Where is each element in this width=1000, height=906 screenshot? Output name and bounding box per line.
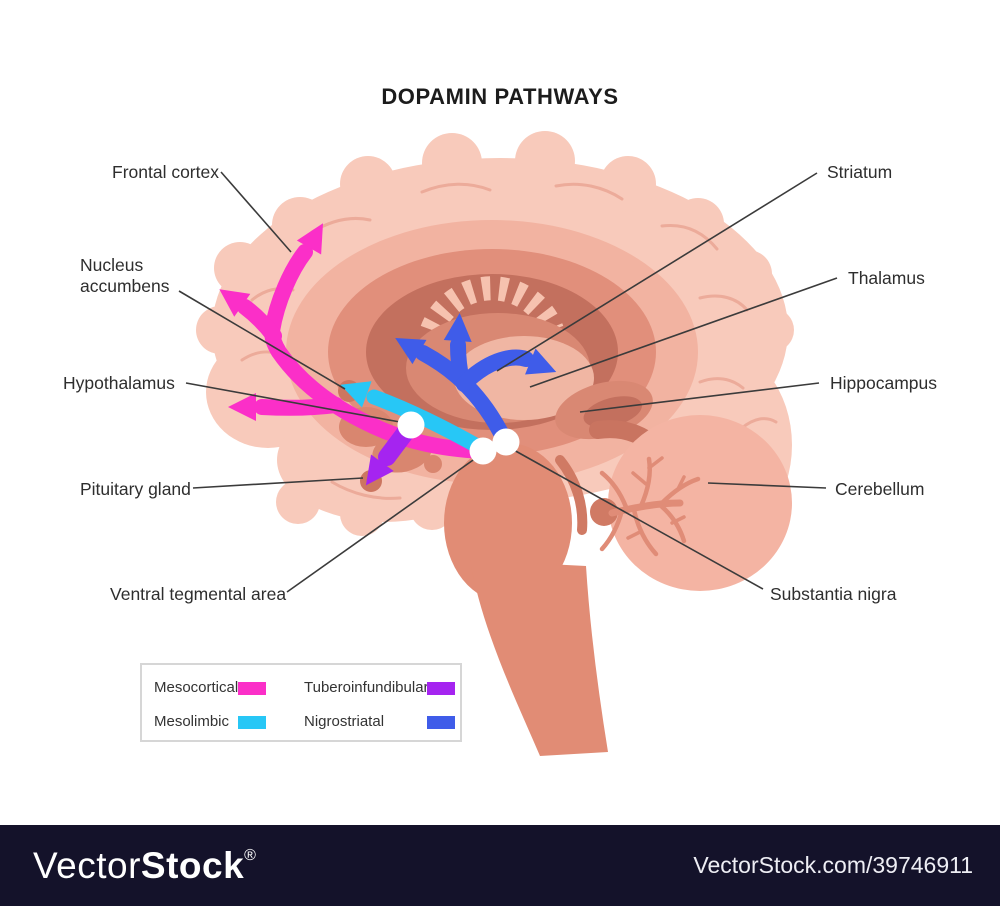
watermark-url: VectorStock.com/39746911 (693, 852, 973, 878)
legend-label-tuberoinfundibular: Tuberoinfundibular (304, 679, 429, 696)
mesolimbic-pathway (340, 381, 487, 455)
leader-pituitary (192, 477, 364, 489)
substantia-nigra-node (492, 428, 520, 456)
cerebellum-shape (590, 415, 792, 591)
legend-label-mesolimbic: Mesolimbic (154, 713, 230, 730)
hypothalamus-node (397, 411, 425, 439)
watermark-bar: VectorStock® VectorStock.com/39746911 (0, 825, 1000, 906)
logo-vector: Vector (33, 844, 141, 886)
label-hippocampus: Hippocampus (830, 373, 937, 393)
leader-vta (286, 457, 477, 593)
leader-lines (178, 171, 838, 593)
label-striatum: Striatum (827, 162, 893, 182)
leader-thalamus (529, 277, 838, 388)
leader-frontal-cortex (220, 171, 292, 253)
arrowhead (525, 348, 557, 375)
label-hypothalamus: Hypothalamus (63, 373, 175, 393)
label-ventral-tegmental-area: Ventral tegmental area (110, 584, 287, 604)
leader-striatum (496, 172, 818, 372)
mesocortical-pathway (219, 223, 491, 459)
logo-stock: Stock (140, 844, 245, 886)
leader-cerebellum (707, 482, 827, 489)
leader-hippocampus (579, 382, 820, 413)
leader-hypothalamus (185, 382, 401, 423)
label-pituitary-gland: Pituitary gland (80, 479, 191, 499)
legend-swatch-mesolimbic (238, 716, 266, 729)
pathway-legend: Mesocortical Tuberoinfundibular Mesolimb… (140, 663, 462, 742)
label-thalamus: Thalamus (848, 268, 925, 288)
arrowhead (443, 313, 472, 342)
label-cerebellum: Cerebellum (835, 479, 925, 499)
striatum-stripes (420, 276, 564, 335)
arrowhead (228, 393, 256, 421)
label-nucleus-accumbens: Nucleus accumbens (80, 255, 170, 296)
page-title: DOPAMIN PATHWAYS (381, 84, 619, 109)
arrowhead (395, 338, 427, 365)
label-substantia-nigra: Substantia nigra (770, 584, 897, 604)
arbor-vitae (599, 456, 701, 557)
legend-label-mesocortical: Mesocortical (154, 679, 239, 696)
leader-substantia-nigra (511, 448, 764, 590)
arrowhead (296, 223, 323, 255)
legend-swatch-nigrostriatal (427, 716, 455, 729)
brainstem (444, 443, 608, 756)
nuclei-nodes (397, 411, 520, 465)
leader-nucleus-accumbens (178, 290, 346, 390)
vectorstock-logo: VectorStock® (33, 845, 256, 887)
vta-node (469, 437, 497, 465)
legend-swatch-mesocortical (238, 682, 266, 695)
legend-label-nigrostriatal: Nigrostriatal (304, 713, 385, 730)
legend-swatch-tuberoinfundibular (427, 682, 455, 695)
arrowhead (340, 381, 372, 408)
arrowhead (219, 289, 251, 317)
arrowhead (365, 454, 394, 486)
label-frontal-cortex: Frontal cortex (112, 162, 219, 182)
registered-mark: ® (244, 846, 257, 864)
